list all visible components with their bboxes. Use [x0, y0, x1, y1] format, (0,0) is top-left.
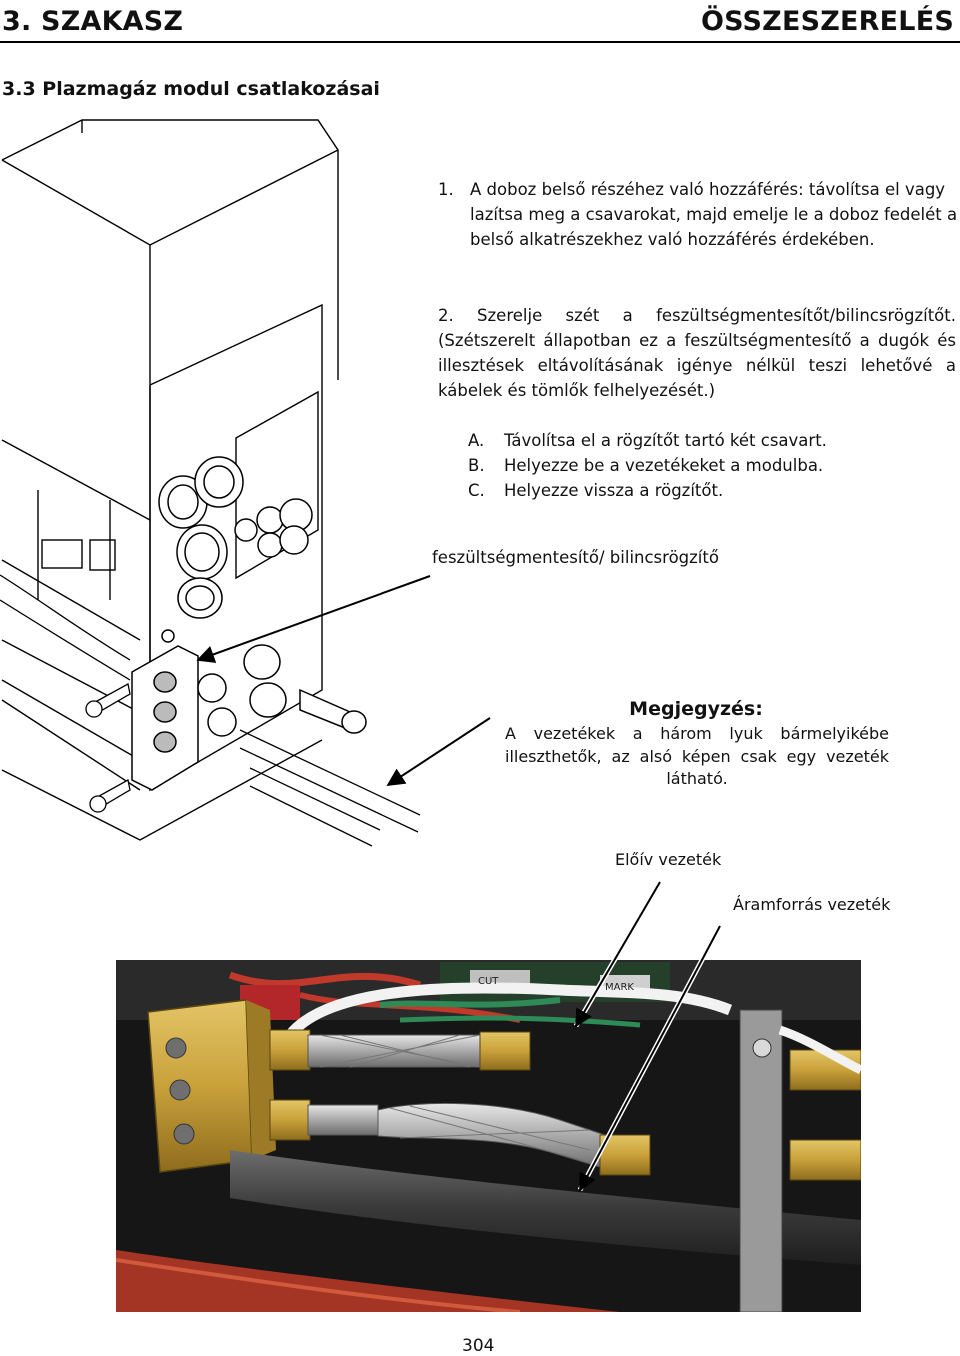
photo-text-cut: CUT [478, 976, 499, 987]
section-number: 3. SZAKASZ [2, 6, 184, 37]
substep-text: Helyezze vissza a rögzítőt. [504, 481, 724, 500]
preark-lead-label: Előív vezeték [615, 850, 722, 869]
substep-c: C. Helyezze vissza a rögzítőt. [468, 478, 948, 503]
note-title: Megjegyzés: [629, 698, 763, 720]
step-1-text: A doboz belső részéhez való hozzáférés: … [470, 180, 958, 249]
substep-a: A. Távolítsa el a rögzítőt tartó két csa… [468, 428, 948, 453]
substep-letter: B. [468, 456, 485, 475]
substep-letter: C. [468, 481, 485, 500]
step-2-text: 2. Szerelje szét a feszültségmentesítőt/… [438, 306, 956, 400]
step-1: 1. A doboz belső részéhez való hozzáféré… [438, 177, 958, 252]
chapter-title: ÖSSZESZERELÉS [700, 6, 954, 37]
section-title: 3.3 Plazmagáz modul csatlakozásai [2, 78, 380, 100]
photo-text-mark: MARK [605, 982, 634, 993]
substep-list: A. Távolítsa el a rögzítőt tartó két csa… [468, 428, 948, 503]
substep-letter: A. [468, 431, 485, 450]
step-1-number: 1. [438, 180, 454, 199]
page-number: 304 [462, 1336, 495, 1356]
note-text: A vezetékek a három lyuk bármelyikébe il… [505, 724, 889, 788]
power-lead-label: Áramforrás vezeték [733, 895, 891, 914]
substep-text: Távolítsa el a rögzítőt tartó két csavar… [504, 431, 827, 450]
header-divider [0, 41, 960, 43]
strain-relief-label: feszültségmentesítő/ bilincsrögzítő [432, 548, 719, 567]
substep-b: B. Helyezze be a vezetékeket a modulba. [468, 453, 948, 478]
substep-text: Helyezze be a vezetékeket a modulba. [504, 456, 824, 475]
